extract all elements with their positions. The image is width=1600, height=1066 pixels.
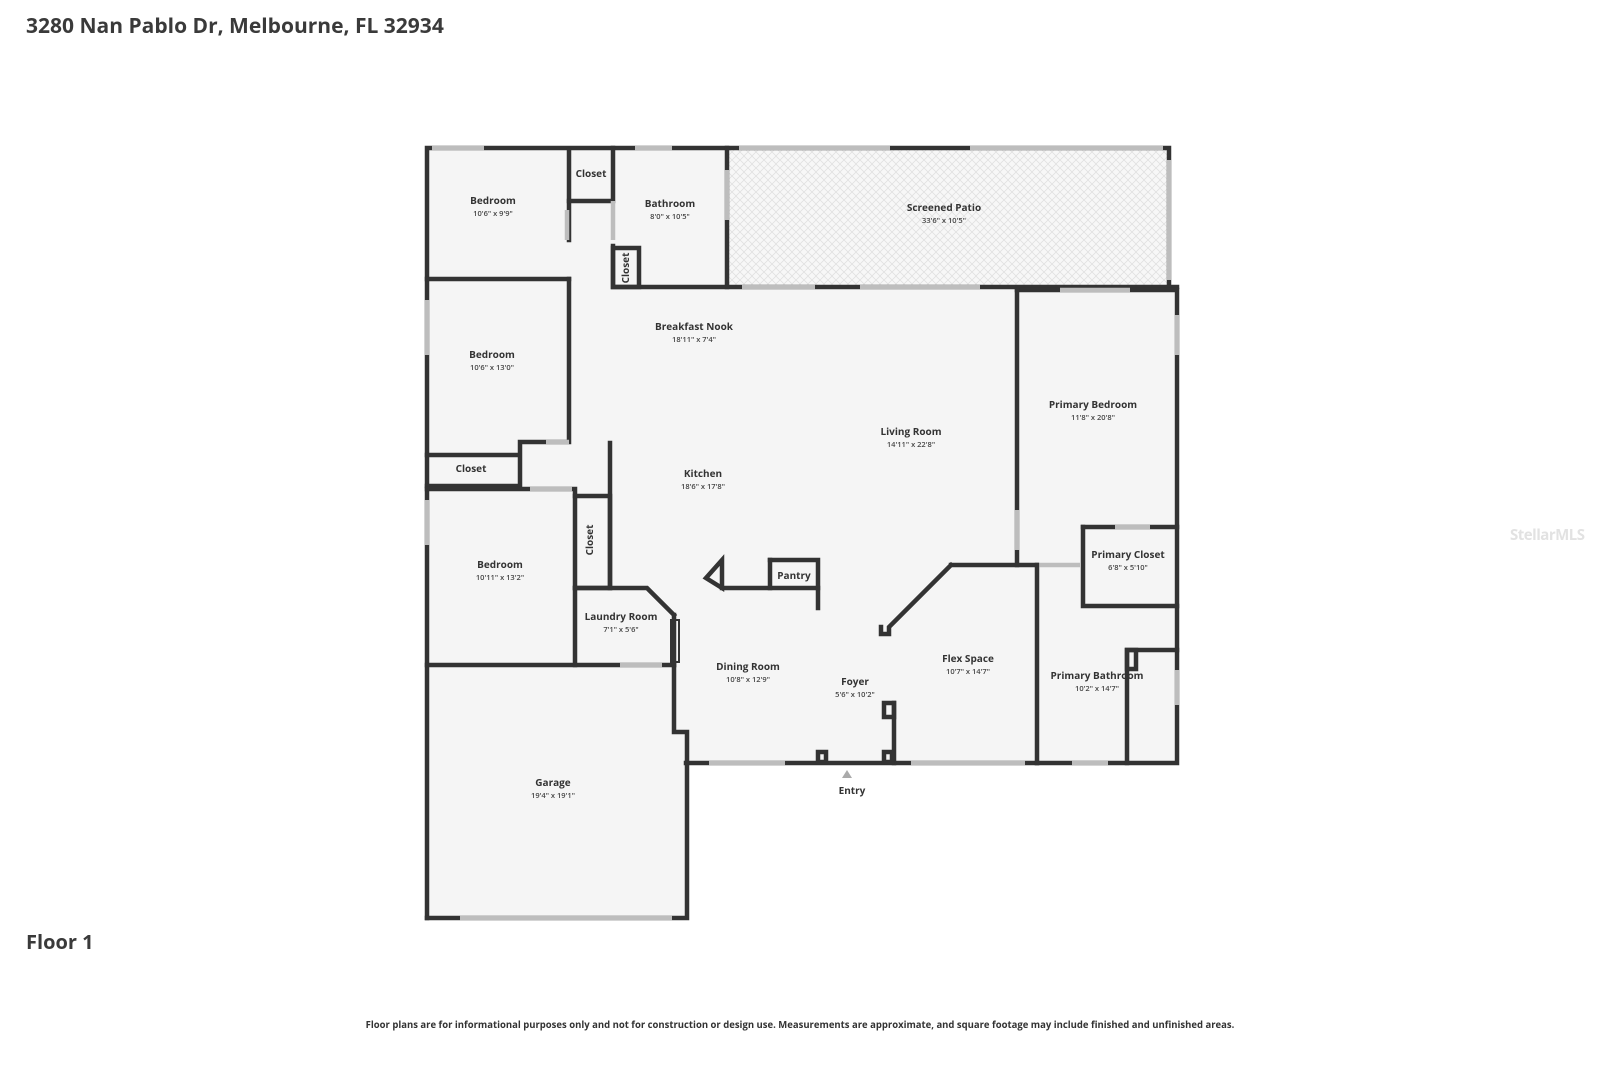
room-pantry: Pantry bbox=[777, 568, 811, 582]
room-name: Bedroom bbox=[477, 557, 523, 571]
room-dimensions: 11'8" x 20'8" bbox=[1071, 413, 1115, 423]
room-name: Primary Bathroom bbox=[1051, 668, 1144, 682]
room-laundry-room: Laundry Room 7'1" x 5'6" bbox=[585, 609, 658, 635]
room-closet4: Closet bbox=[582, 524, 596, 555]
room-flex-space: Flex Space 10'7" x 14'7" bbox=[942, 651, 994, 677]
disclaimer-text: Floor plans are for informational purpos… bbox=[365, 1018, 1235, 1031]
room-garage: Garage 19'4" x 19'1" bbox=[531, 775, 575, 801]
room-screened-patio: Screened Patio 33'6" x 10'5" bbox=[907, 200, 981, 226]
property-address: 3280 Nan Pablo Dr, Melbourne, FL 32934 bbox=[26, 12, 444, 40]
room-name: Garage bbox=[535, 775, 571, 789]
room-bedroom3: Bedroom 10'11" x 13'2" bbox=[476, 557, 524, 583]
room-kitchen: Kitchen 18'6" x 17'8" bbox=[681, 466, 725, 492]
room-breakfast-nook: Breakfast Nook 18'11" x 7'4" bbox=[655, 319, 734, 345]
entry-label: Entry bbox=[839, 783, 866, 797]
room-name: Closet bbox=[618, 252, 632, 283]
room-dimensions: 10'11" x 13'2" bbox=[476, 573, 524, 583]
room-bedroom1: Bedroom 10'6" x 9'9" bbox=[470, 193, 516, 219]
room-name: Closet bbox=[456, 461, 487, 475]
room-dimensions: 33'6" x 10'5" bbox=[922, 216, 966, 226]
room-dimensions: 19'4" x 19'1" bbox=[531, 791, 575, 801]
room-name: Closet bbox=[576, 166, 607, 180]
watermark-logo: StellarMLS bbox=[1510, 525, 1585, 545]
windows bbox=[424, 145, 1180, 921]
room-dimensions: 10'8" x 12'9" bbox=[726, 675, 770, 685]
room-dimensions: 10'6" x 9'9" bbox=[473, 209, 513, 219]
room-name: Flex Space bbox=[942, 651, 994, 665]
room-dimensions: 18'11" x 7'4" bbox=[672, 335, 716, 345]
room-name: Dining Room bbox=[716, 659, 780, 673]
room-name: Breakfast Nook bbox=[655, 319, 734, 333]
room-dimensions: 8'0" x 10'5" bbox=[650, 212, 690, 222]
floor-label: Floor 1 bbox=[26, 928, 94, 955]
room-name: Living Room bbox=[880, 424, 941, 438]
room-name: Closet bbox=[582, 524, 596, 555]
room-primary-bedroom: Primary Bedroom 11'8" x 20'8" bbox=[1049, 397, 1137, 423]
room-dimensions: 10'6" x 13'0" bbox=[470, 363, 514, 373]
room-dimensions: 5'6" x 10'2" bbox=[835, 690, 875, 700]
room-name: Bedroom bbox=[470, 193, 516, 207]
laundry-appliance bbox=[670, 619, 680, 663]
room-name: Pantry bbox=[777, 568, 811, 582]
room-primary-bathroom: Primary Bathroom 10'2" x 14'7" bbox=[1051, 668, 1144, 694]
room-dimensions: 10'7" x 14'7" bbox=[946, 667, 990, 677]
room-name: Primary Bedroom bbox=[1049, 397, 1137, 411]
floor-fills bbox=[427, 150, 1174, 920]
room-name: Bathroom bbox=[645, 196, 696, 210]
room-name: Bedroom bbox=[469, 347, 515, 361]
room-name: Foyer bbox=[841, 674, 869, 688]
room-name: Screened Patio bbox=[907, 200, 981, 214]
entry-arrow-icon bbox=[842, 770, 852, 778]
room-name: Kitchen bbox=[684, 466, 722, 480]
room-dimensions: 14'11" x 22'8" bbox=[887, 440, 935, 450]
room-primary-closet: Primary Closet 6'8" x 5'10" bbox=[1091, 547, 1165, 573]
room-dimensions: 6'8" x 5'10" bbox=[1108, 563, 1148, 573]
room-closet3: Closet bbox=[456, 461, 487, 475]
room-name: Primary Closet bbox=[1091, 547, 1165, 561]
room-dimensions: 7'1" x 5'6" bbox=[603, 625, 638, 635]
room-living-room: Living Room 14'11" x 22'8" bbox=[880, 424, 941, 450]
room-dimensions: 18'6" x 17'8" bbox=[681, 482, 725, 492]
room-foyer: Foyer 5'6" x 10'2" bbox=[835, 674, 875, 700]
room-dimensions: 10'2" x 14'7" bbox=[1075, 684, 1119, 694]
room-closet2: Closet bbox=[618, 252, 632, 283]
room-name: Laundry Room bbox=[585, 609, 658, 623]
room-bathroom: Bathroom 8'0" x 10'5" bbox=[645, 196, 696, 222]
room-closet1: Closet bbox=[576, 166, 607, 180]
room-bedroom2: Bedroom 10'6" x 13'0" bbox=[469, 347, 515, 373]
room-dining-room: Dining Room 10'8" x 12'9" bbox=[716, 659, 780, 685]
